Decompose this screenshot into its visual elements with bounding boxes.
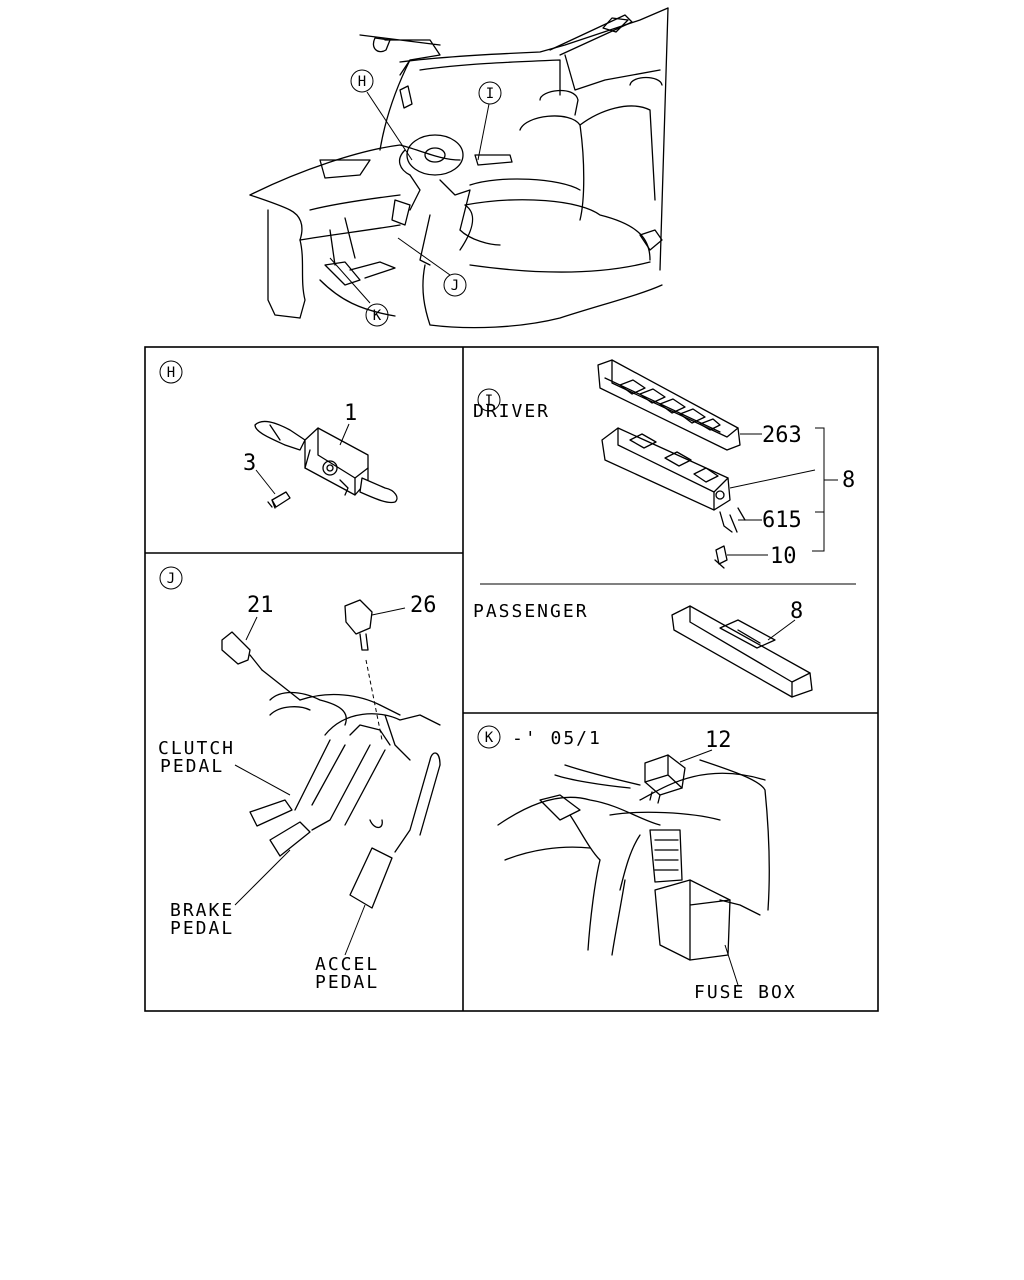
panel-j-id: J xyxy=(167,571,175,587)
detail-panels-frame xyxy=(144,346,879,1012)
driver-label: DRIVER xyxy=(473,401,550,422)
part-number-12[interactable]: 12 xyxy=(705,728,732,753)
clutch-label-line2: PEDAL xyxy=(160,756,224,777)
part-number-615[interactable]: 615 xyxy=(762,508,802,533)
panel-h: H 1 3 xyxy=(159,360,398,509)
part-number-21[interactable]: 21 xyxy=(247,593,274,618)
combination-switch-illustration xyxy=(254,420,398,509)
callout-j[interactable]: J xyxy=(443,273,467,297)
panel-k-marker xyxy=(477,725,501,749)
panel-k-id: K xyxy=(485,730,494,746)
panel-k: K -' 05/1 xyxy=(477,725,797,1003)
brake-label-line1: BRAKE xyxy=(170,900,234,921)
part-number-8[interactable]: 8 xyxy=(842,468,855,493)
part-number-10[interactable]: 10 xyxy=(770,544,797,569)
callout-h[interactable]: H xyxy=(350,69,374,93)
part-number-263[interactable]: 263 xyxy=(762,423,802,448)
passenger-label: PASSENGER xyxy=(473,601,589,622)
callout-j-label: J xyxy=(451,278,459,294)
callout-i-label: I xyxy=(486,86,494,102)
passenger-window-switch-illustration xyxy=(671,605,813,698)
panel-k-note: -' 05/1 xyxy=(512,728,602,749)
cab-overview-illustration xyxy=(249,7,669,329)
panel-i: I DRIVER 263 xyxy=(473,359,855,698)
panel-i-id: I xyxy=(485,393,493,409)
panel-h-marker xyxy=(159,360,183,384)
callout-h-label: H xyxy=(358,74,366,90)
driver-window-switch-illustration xyxy=(597,359,746,569)
fuse-box-label: FUSE BOX xyxy=(694,982,797,1003)
accel-label-line1: ACCEL xyxy=(315,954,379,975)
fuse-box-illustration xyxy=(497,754,770,961)
panel-j-marker xyxy=(159,566,183,590)
panel-h-id: H xyxy=(167,365,175,381)
part-number-3[interactable]: 3 xyxy=(243,451,256,476)
part-number-26[interactable]: 26 xyxy=(410,593,437,618)
panel-i-marker xyxy=(477,388,501,412)
clutch-label-line1: CLUTCH xyxy=(158,738,235,759)
pedal-assembly-illustration xyxy=(221,599,441,909)
panel-j: J xyxy=(158,566,441,993)
accel-label-line2: PEDAL xyxy=(315,972,379,993)
callout-k[interactable]: K xyxy=(365,303,389,327)
brake-label-line2: PEDAL xyxy=(170,918,234,939)
part-number-1[interactable]: 1 xyxy=(344,401,357,426)
callout-i[interactable]: I xyxy=(478,81,502,105)
part-number-8-passenger[interactable]: 8 xyxy=(790,599,803,624)
callout-k-label: K xyxy=(373,308,382,324)
